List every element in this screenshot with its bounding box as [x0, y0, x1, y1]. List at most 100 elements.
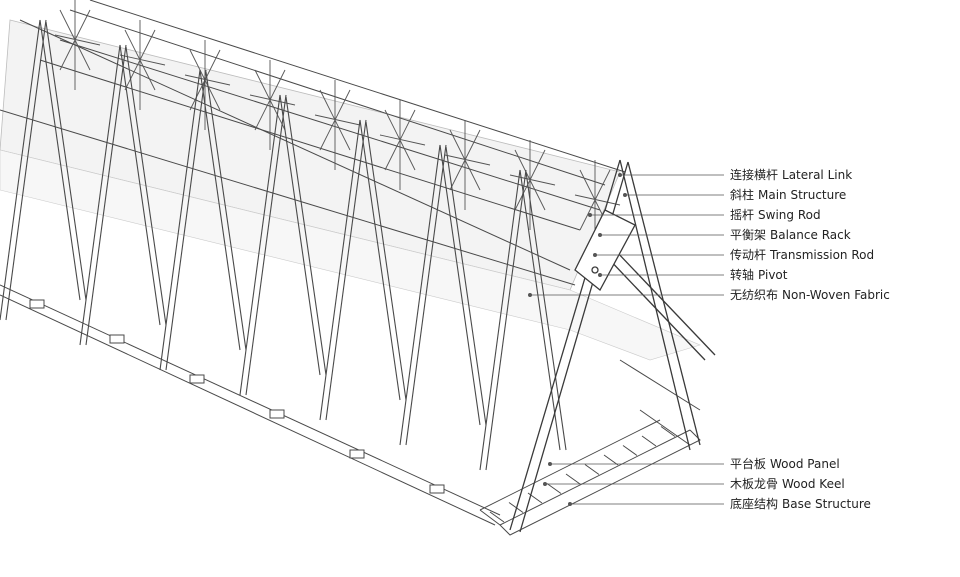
leader-dot	[528, 292, 533, 297]
a-frame-leg	[280, 95, 320, 375]
base-foot	[29, 299, 45, 309]
wood-keel-rung	[642, 436, 656, 446]
leader-dot	[568, 501, 573, 506]
label-en: Lateral Link	[782, 168, 853, 182]
truss-bar	[315, 115, 360, 125]
label-en: Transmission Rod	[770, 248, 875, 262]
fabric-lower	[0, 150, 700, 360]
leader-dot	[598, 232, 603, 237]
a-frame-leg	[240, 95, 280, 395]
leader-dot	[543, 481, 548, 486]
label-cn: 平台板	[730, 457, 767, 471]
leader-dot	[623, 192, 628, 197]
a-frame-leg	[0, 20, 40, 320]
a-frame-legs	[0, 20, 566, 470]
label-cn: 木板龙骨	[730, 477, 779, 491]
a-frame-leg	[246, 95, 286, 395]
a-frame-leg	[206, 72, 246, 350]
a-frame-leg	[360, 120, 400, 400]
label-en: Base Structure	[782, 497, 871, 511]
wood-keel-rung	[623, 446, 637, 456]
a-frame-leg	[160, 70, 200, 370]
label-cn: 摇杆	[730, 208, 755, 222]
wood-keel-rung	[604, 455, 618, 465]
a-frame-leg	[400, 145, 440, 445]
wood-keel-rung	[490, 512, 504, 522]
label-cn: 传动杆	[730, 248, 767, 262]
truss-bar	[445, 155, 490, 165]
leader-lines	[528, 172, 724, 506]
label-cn: 底座结构	[730, 497, 779, 511]
label-cn: 斜柱	[730, 188, 755, 202]
a-frame-leg	[200, 70, 240, 350]
label-cn: 转轴	[730, 268, 755, 282]
wood-keel-rung	[509, 503, 523, 513]
base-structure-lines	[0, 285, 700, 535]
a-frame-leg	[320, 120, 360, 420]
leader-dot	[588, 212, 593, 217]
label-en: Wood Keel	[782, 477, 845, 491]
truss-diagonals	[55, 0, 620, 250]
a-frame-leg	[406, 145, 446, 445]
a-frame-leg	[480, 170, 520, 470]
wood-keel-rung	[661, 427, 675, 437]
a-frame-leg	[446, 147, 486, 425]
label-en: Non-Woven Fabric	[782, 288, 890, 302]
leader-dot	[548, 461, 553, 466]
leader-dot	[598, 272, 603, 277]
label-en: Main Structure	[758, 188, 847, 202]
truss-bar	[575, 195, 620, 205]
a-frame-leg	[486, 170, 526, 470]
a-frame-leg	[40, 20, 80, 300]
base-feet	[29, 299, 445, 494]
label-en: Pivot	[758, 268, 788, 282]
a-frame-leg	[166, 70, 206, 370]
top-truss	[0, 0, 625, 285]
wood-keel-ladder	[490, 427, 675, 523]
label-en: Swing Rod	[758, 208, 821, 222]
label-cn: 连接横杆	[730, 168, 779, 182]
a-frame-leg	[526, 172, 566, 450]
base-foot	[109, 334, 125, 344]
a-frame-leg	[366, 122, 406, 400]
wood-keel-rung	[585, 465, 599, 475]
a-frame-leg	[80, 45, 120, 345]
a-frame-leg	[6, 20, 46, 320]
wood-keel-rung	[566, 474, 580, 484]
base-foot	[349, 449, 365, 459]
label-en: Balance Rack	[770, 228, 851, 242]
label-en: Wood Panel	[770, 457, 840, 471]
a-frame-leg	[326, 120, 366, 420]
a-frame-leg	[86, 45, 126, 345]
a-frame-leg	[120, 45, 160, 325]
a-frame-leg	[286, 97, 326, 375]
truss-bar	[55, 35, 100, 45]
base-foot	[429, 484, 445, 494]
a-frame-leg	[520, 170, 560, 450]
base-foot	[269, 409, 285, 419]
label-cn: 无纺织布	[730, 288, 779, 302]
base-foot	[189, 374, 205, 384]
a-frame-leg	[126, 47, 166, 325]
a-frame-leg	[440, 145, 480, 425]
leader-dot	[618, 172, 623, 177]
wood-keel-rung	[547, 484, 561, 494]
a-frame-leg	[46, 22, 86, 300]
truss-bar	[380, 135, 425, 145]
front-a-frame	[510, 160, 715, 532]
label-cn: 平衡架	[730, 228, 767, 242]
truss-bar	[250, 95, 295, 105]
leader-dot	[593, 252, 598, 257]
